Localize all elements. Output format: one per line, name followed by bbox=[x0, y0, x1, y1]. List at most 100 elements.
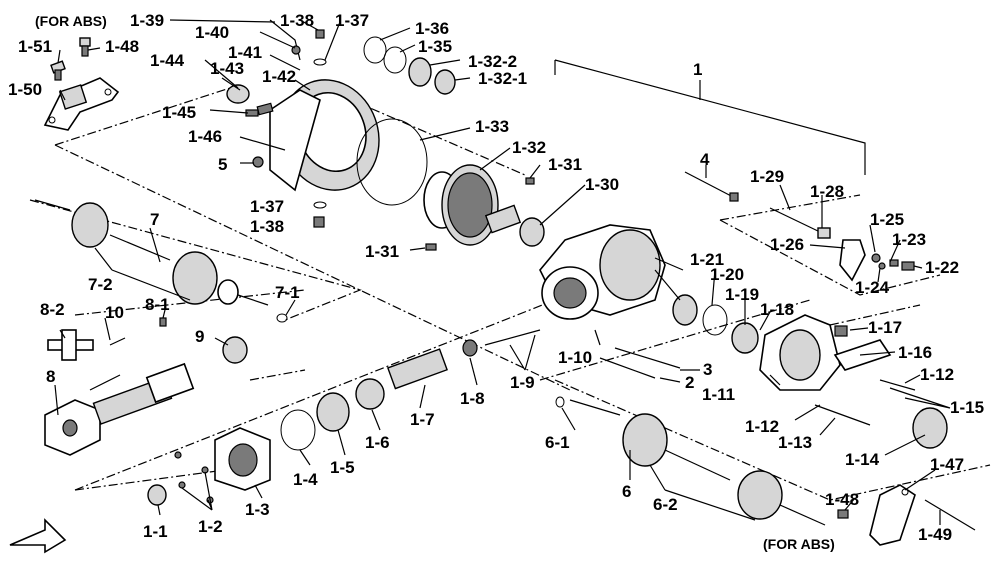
bolt-3 bbox=[614, 347, 681, 369]
nuts-1-2 bbox=[174, 451, 214, 504]
leader-lines bbox=[54, 19, 951, 525]
assembly-boundary-lines bbox=[29, 87, 991, 501]
callout-1-15: 1-15 bbox=[950, 398, 984, 417]
needle-bearing-1-30 bbox=[519, 217, 545, 247]
spring-1-24 bbox=[878, 262, 886, 270]
oil-seal-1-14 bbox=[912, 407, 948, 449]
callout-7: 7 bbox=[150, 210, 159, 229]
callout-1-9: 1-9 bbox=[510, 373, 535, 392]
pin-8-1 bbox=[159, 317, 167, 327]
callout-1-25: 1-25 bbox=[870, 210, 904, 229]
callout-6-2: 6-2 bbox=[653, 495, 678, 514]
callout-5: 5 bbox=[218, 155, 227, 174]
o-ring-1-33 bbox=[356, 118, 428, 206]
main-gear-case bbox=[539, 224, 666, 320]
callout-7-1: 7-1 bbox=[275, 283, 300, 302]
callout-1-26: 1-26 bbox=[770, 235, 804, 254]
callout-1-1: 1-1 bbox=[143, 522, 168, 541]
callout-6: 6 bbox=[622, 482, 631, 501]
callout-6-1: 6-1 bbox=[545, 433, 570, 452]
callout-2: 2 bbox=[685, 373, 694, 392]
callout-7-2: 7-2 bbox=[88, 275, 113, 294]
callout-1-3: 1-3 bbox=[245, 500, 270, 519]
shim-1-35 bbox=[383, 46, 407, 74]
callout-1-12-left: 1-12 bbox=[745, 417, 779, 436]
o-ring-1-4 bbox=[280, 409, 316, 451]
bolt-2 bbox=[599, 357, 656, 379]
callout-1-8: 1-8 bbox=[460, 389, 485, 408]
callout-1-48-top: 1-48 bbox=[105, 37, 139, 56]
drive-shaft-6 bbox=[569, 399, 826, 526]
callout-1-42: 1-42 bbox=[262, 67, 296, 86]
callout-1-23: 1-23 bbox=[892, 230, 926, 249]
washer-1-38-top bbox=[315, 29, 325, 39]
clip-6-1 bbox=[555, 396, 565, 408]
callout-10: 10 bbox=[105, 303, 124, 322]
nut-1-38-bottom bbox=[313, 216, 325, 228]
callout-1-6: 1-6 bbox=[365, 433, 390, 452]
seal-1-21 bbox=[672, 294, 698, 326]
callout-1-31-bottom: 1-31 bbox=[365, 242, 399, 261]
shift-shaft-1-29 bbox=[769, 207, 821, 233]
callout-1-2: 1-2 bbox=[198, 517, 223, 536]
bolt-1-17 bbox=[834, 325, 848, 337]
callout-1-31-top: 1-31 bbox=[548, 155, 582, 174]
callout-1-36: 1-36 bbox=[415, 19, 449, 38]
ring-gear-assembly bbox=[423, 164, 522, 246]
callout-1-14: 1-14 bbox=[845, 450, 880, 469]
callout-1-41: 1-41 bbox=[228, 43, 262, 62]
screw-1-48-bottom bbox=[837, 509, 849, 519]
bearing-1-32-2 bbox=[408, 57, 432, 87]
bearing-1-8 bbox=[462, 339, 478, 357]
o-ring-1-20 bbox=[702, 304, 728, 336]
ball-1-25 bbox=[871, 253, 881, 263]
callout-4: 4 bbox=[700, 150, 710, 169]
callout-1-17: 1-17 bbox=[868, 318, 902, 337]
callout-1-37-bottom: 1-37 bbox=[250, 197, 284, 216]
oil-seal-1-44 bbox=[226, 84, 250, 104]
callout-1-33: 1-33 bbox=[475, 117, 509, 136]
abs-screw-1-48-top bbox=[79, 37, 91, 57]
bolt-1-13 bbox=[814, 404, 871, 426]
o-ring-1-36 bbox=[363, 36, 387, 64]
abs-bracket-top bbox=[43, 77, 120, 131]
bearing-retainer-1-3 bbox=[214, 427, 271, 491]
callout-1-13: 1-13 bbox=[778, 433, 812, 452]
callout-1-35: 1-35 bbox=[418, 37, 452, 56]
callout-1-39: 1-39 bbox=[130, 11, 164, 30]
pin-1-31-top bbox=[525, 177, 535, 185]
callout-3: 3 bbox=[703, 360, 712, 379]
callout-1-5: 1-5 bbox=[330, 458, 355, 477]
assembly-1-bracket bbox=[554, 59, 866, 175]
callout-1-18: 1-18 bbox=[760, 300, 794, 319]
callout-labels: 1-51 1-48 1-50 1-39 1-40 1-41 1-44 1-43 … bbox=[8, 11, 984, 544]
seal-9 bbox=[222, 336, 248, 364]
callout-1-29: 1-29 bbox=[750, 167, 784, 186]
washer-1-23 bbox=[889, 259, 899, 267]
callout-8: 8 bbox=[46, 367, 55, 386]
callout-1-32-1: 1-32-1 bbox=[478, 69, 527, 88]
callout-8-1: 8-1 bbox=[145, 295, 170, 314]
callout-1: 1 bbox=[693, 60, 702, 79]
drive-shaft-7 bbox=[34, 199, 269, 306]
bolt-5 bbox=[252, 156, 264, 168]
callout-1-21: 1-21 bbox=[690, 250, 724, 269]
callout-1-19: 1-19 bbox=[725, 285, 759, 304]
bolt-4 bbox=[684, 171, 736, 199]
bolt-10 bbox=[109, 337, 126, 346]
callout-1-22: 1-22 bbox=[925, 258, 959, 277]
bearing-1-5 bbox=[316, 392, 350, 432]
bolt-1-22 bbox=[901, 261, 915, 271]
callout-1-28: 1-28 bbox=[810, 182, 844, 201]
propeller-shaft-8 bbox=[44, 362, 195, 456]
callout-1-12-right: 1-12 bbox=[920, 365, 954, 384]
callout-1-20: 1-20 bbox=[710, 265, 744, 284]
callout-1-51: 1-51 bbox=[18, 37, 52, 56]
abs-note-top: (FOR ABS) bbox=[35, 13, 107, 29]
bearing-1-6 bbox=[355, 378, 385, 410]
callout-1-10: 1-10 bbox=[558, 348, 592, 367]
callout-1-50: 1-50 bbox=[8, 80, 42, 99]
bearing-1-32-1 bbox=[434, 69, 456, 95]
abs-bracket-bottom bbox=[869, 484, 916, 546]
callout-1-45: 1-45 bbox=[162, 103, 196, 122]
